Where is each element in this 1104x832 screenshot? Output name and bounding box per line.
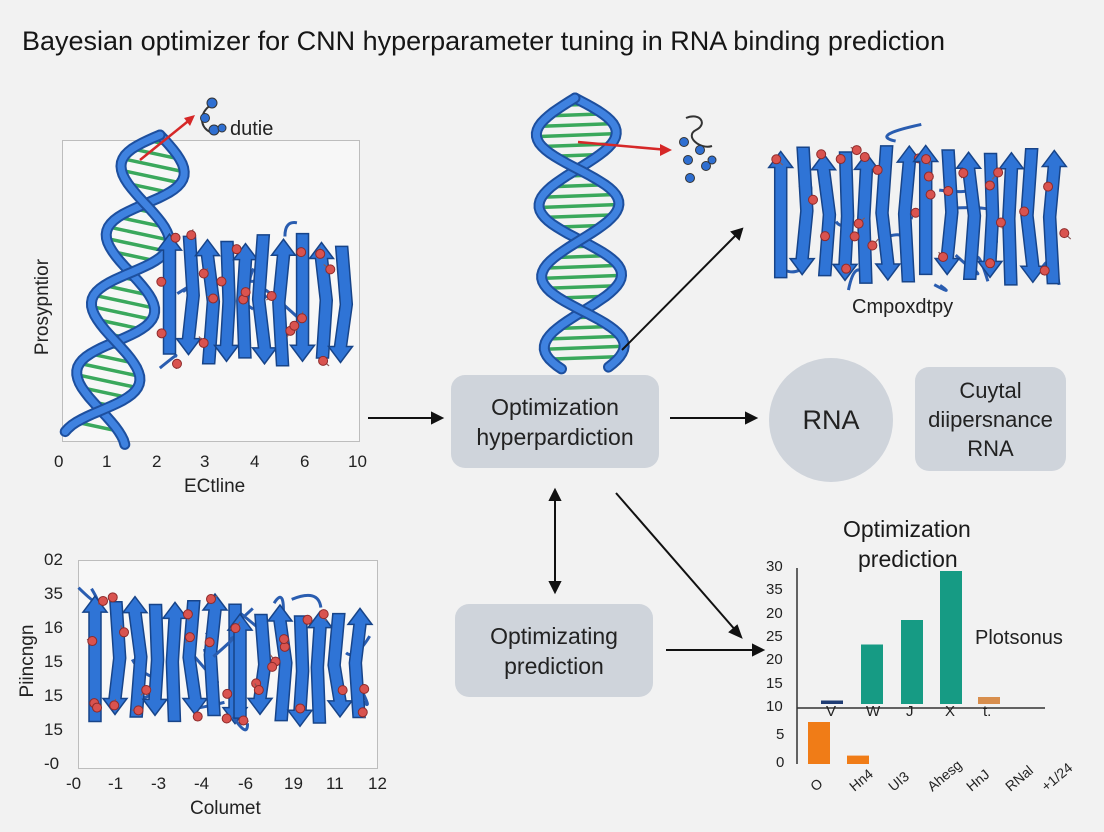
chart-upper-bar (861, 644, 883, 704)
chart-lower-y-tick: 5 (776, 726, 785, 743)
panel2-x-tick: -6 (238, 774, 254, 793)
crystal-node-line3: RNA (967, 435, 1014, 461)
panel2-y-tick: 35 (44, 584, 63, 603)
chart-upper-category: t. (983, 703, 992, 720)
crystal-node-line1: Cuytal (959, 377, 1022, 403)
chart-upper-bar (978, 697, 1000, 704)
panel2-y-tick: -0 (44, 754, 60, 773)
chart-lower-bar (847, 755, 869, 764)
chart-upper-bar (821, 700, 843, 704)
small-molecule-icon-2 (679, 115, 717, 183)
panel2-x-tick: -4 (194, 774, 210, 793)
chart-lower-y-tick: 0 (776, 754, 785, 771)
panel1-x-tick: 0 (54, 452, 64, 471)
chart-upper-category: W (866, 703, 881, 720)
optimization-node-line1: Optimization (491, 393, 619, 420)
panel2-y-tick: 15 (44, 720, 63, 739)
chart-upper-bar (901, 620, 923, 704)
chart-upper-y-tick: 20 (766, 651, 783, 669)
panel1-x-tick: 10 (348, 452, 367, 471)
chart-upper-category: X (945, 703, 956, 720)
panel1-x-tick: 6 (300, 452, 310, 471)
panel2-x-tick: -0 (66, 774, 82, 793)
chart-upper-category: V (826, 703, 837, 720)
panel2-y-tick: 15 (44, 686, 63, 705)
optimizing-node-line1: Optimizating (490, 622, 618, 649)
crystal-rna-node: Cuytal diipersnance RNA (915, 367, 1066, 471)
panel2-x-tick: 11 (326, 774, 344, 793)
rna-node-label: RNA (802, 404, 860, 435)
optimization-node-line2: hyperpardiction (476, 423, 634, 450)
chart-upper-category: J (906, 703, 914, 720)
molecule-annotation: dutie (230, 118, 274, 140)
optimizing-node-line2: prediction (504, 652, 604, 679)
chart-upper-y-tick: 35 (766, 581, 783, 599)
panel2-x-axis-title: Columet (190, 798, 261, 819)
panel2-x-tick: 12 (368, 774, 387, 793)
chart-legend-label: Plotsonus (975, 627, 1063, 649)
panel1-x-tick: 4 (250, 452, 260, 471)
crystal-node-line2: diipersnance (928, 406, 1053, 432)
chart-upper-y-tick: 15 (766, 674, 783, 692)
panel1-x-tick: 3 (200, 452, 210, 471)
flow-arrows (368, 227, 766, 657)
panel1-x-axis-title: ECtline (184, 476, 246, 497)
optimization-node: Optimization hyperpardiction (451, 375, 659, 468)
panel1-x-tick: 2 (152, 452, 162, 471)
panel2-x-tick: -1 (108, 774, 124, 793)
chart-upper-y-tick: 30 (766, 558, 783, 575)
panel2-x-tick: 19 (284, 774, 303, 793)
small-molecule-icon (200, 97, 227, 136)
panel2-y-tick: 15 (44, 652, 63, 671)
protein-complex-label: Cmpoxdtpy (852, 296, 954, 318)
chart-lower-bar (808, 722, 830, 764)
panel2-y-tick: 02 (44, 550, 63, 569)
chart-upper-bar (940, 571, 962, 704)
panel1-x-tick: 1 (102, 452, 112, 471)
page-title: Bayesian optimizer for CNN hyperparamete… (22, 26, 945, 56)
panel2-x-tick: -3 (151, 774, 167, 793)
chart-upper-y-tick: 20 (766, 604, 783, 622)
optimizing-prediction-node: Optimizating prediction (455, 604, 653, 697)
chart-title-line2: prediction (858, 546, 958, 572)
panel2-y-tick: 16 (44, 618, 63, 637)
chart-title-line1: Optimization (843, 516, 971, 542)
chart-upper-y-tick: 10 (766, 698, 783, 715)
chart-upper-y-tick: 25 (766, 628, 783, 645)
rna-node: RNA (769, 358, 893, 482)
